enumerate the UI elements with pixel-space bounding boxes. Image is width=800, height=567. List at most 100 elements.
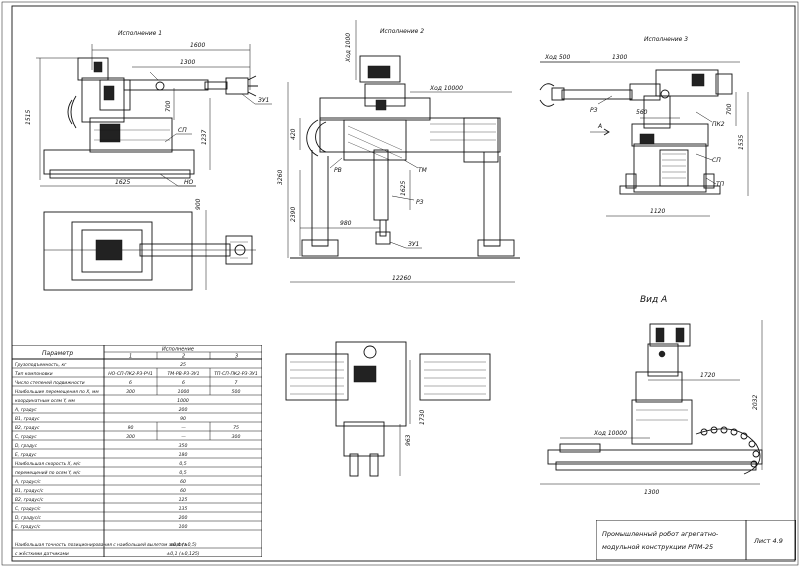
table-value-cell: НО-СП-ПК2-РЗ-РЧ1 xyxy=(108,371,153,377)
table-param-cell: B1, градус xyxy=(15,416,40,422)
table-header-param: Параметр xyxy=(42,350,73,357)
title-line-1: Промышленный робот агрегатно- xyxy=(602,530,719,538)
table-value-cell: 1000 xyxy=(178,389,190,395)
v2-label-rz: РЗ xyxy=(416,199,424,206)
table-param-cell: Наибольшие перемещения по X, мм xyxy=(15,389,99,395)
view-1-title: Исполнение 1 xyxy=(118,30,162,37)
v3-arrow-a: А xyxy=(597,123,602,130)
table-param-cell: E, градус/с xyxy=(15,524,41,530)
v1-dim-1300: 1300 xyxy=(180,59,195,66)
table-value-cell: 60 xyxy=(180,488,186,494)
v2-dim-stroke-1000: Ход 1000 xyxy=(345,33,352,63)
table-param-cell: Наибольшая точность позиционирования с н… xyxy=(15,542,187,548)
table-variant-1: 1 xyxy=(129,354,132,360)
table-value-cell: 90 xyxy=(128,425,134,431)
v2-dim-420: 420 xyxy=(290,128,297,140)
table-header-variant: Исполнение xyxy=(162,347,194,353)
table-value-cell: ТМ-РВ-РЗ-ЗУ1 xyxy=(167,371,199,377)
table-param-cell: перемещений по осям Y, м/с xyxy=(15,470,81,476)
v4-dim-1720: 1720 xyxy=(700,372,715,379)
v1-dim-1515: 1515 xyxy=(25,110,32,125)
table-param-cell: E, градус xyxy=(15,452,37,458)
v2-dim-12260: 12260 xyxy=(392,275,411,282)
v1-label-zu1: ЗУ1 xyxy=(258,97,269,104)
v3-dim-1535: 1535 xyxy=(738,135,745,150)
table-param-cell: B2, градус/с xyxy=(15,497,44,503)
table-value-cell: 60 xyxy=(180,479,186,485)
table-param-cell: Наибольшая скорость X, м/с xyxy=(15,461,81,467)
table-value-cell: 90 xyxy=(180,416,186,422)
view-3-title: Исполнение 3 xyxy=(644,36,688,43)
v4-dim-stroke-10000: Ход 10000 xyxy=(593,430,627,437)
table-param-cell: B1, градус/с xyxy=(15,488,44,494)
table-value-cell: 200 xyxy=(179,515,188,521)
v1-dim-700: 700 xyxy=(165,100,172,112)
table-value-cell: 135 xyxy=(179,506,188,512)
table-param-cell: Число степеней подвижности xyxy=(15,380,85,386)
v3-label-sp: СП xyxy=(712,157,721,164)
table-value-cell: 300 xyxy=(126,389,135,395)
table-value-cell: 25 xyxy=(180,362,186,368)
table-value-cell: 0,5 xyxy=(179,470,186,476)
table-param-cell: C, градус/с xyxy=(15,506,41,512)
v3-dim-560: 560 xyxy=(636,109,648,116)
table-value-cell: 350 xyxy=(179,443,188,449)
v2-label-zu1: ЗУ1 xyxy=(408,241,419,248)
table-param-cell: A, градус/с xyxy=(14,479,41,485)
v1-dim-900: 900 xyxy=(195,198,202,210)
table-value-cell: 6 xyxy=(182,380,185,386)
v5-dim-963: 963 xyxy=(405,434,412,446)
table-param-cell: B2, градус xyxy=(15,425,40,431)
table-value-cell: — xyxy=(181,426,186,431)
v2-dim-980: 980 xyxy=(340,220,352,227)
view-4: Вид А 1720 2032 Ход 10000 1300 xyxy=(540,295,763,496)
parameters-table: Параметр Исполнение 1 2 3 Грузоподъемнос… xyxy=(11,344,263,558)
table-value-cell: 500 xyxy=(232,389,241,395)
v3-label-rz: РЗ xyxy=(590,107,598,114)
table-value-cell: 1000 xyxy=(177,398,189,404)
table-variant-3: 3 xyxy=(235,354,238,360)
table-value-cell: 180 xyxy=(179,452,188,458)
table-param-cell: координатным осям Y, мм xyxy=(15,398,76,404)
v2-dim-1625: 1625 xyxy=(400,181,407,196)
table-variant-2: 2 xyxy=(182,354,185,360)
view-2: Исполнение 2 Ход 1000 Ход 10000 420 3260… xyxy=(277,20,520,283)
v2-dim-2390: 2390 xyxy=(290,207,297,222)
v2-label-rv: РВ xyxy=(334,167,342,174)
table-param-cell: с жёсткими датчиками xyxy=(15,551,69,557)
inner-frame xyxy=(11,5,796,562)
table-param-cell: Тип компоновки xyxy=(15,371,53,377)
table-value-cell: 0,5 xyxy=(179,461,186,467)
v1-dim-1625: 1625 xyxy=(115,179,130,186)
view-2-title: Исполнение 2 xyxy=(380,28,424,35)
table-value-cell: ТП-СП-ПК2-РЗ-ЗУ1 xyxy=(214,371,258,377)
title-block: Промышленный робот агрегатно- модульной … xyxy=(595,519,797,561)
table-param-cell: Грузоподъемность, кг xyxy=(15,362,67,368)
view-1: Исполнение 1 1600 1300 1515 1237 700 162… xyxy=(25,30,272,291)
title-line-2: модульной конструкции РПМ-25 xyxy=(602,543,713,551)
sheet-number: Лист 4.9 xyxy=(753,537,783,545)
v3-dim-700: 700 xyxy=(726,103,733,115)
table-grid: Параметр Исполнение 1 2 3 Грузоподъемнос… xyxy=(11,344,263,558)
v3-dim-1120: 1120 xyxy=(650,208,665,215)
table-value-cell: 300 xyxy=(232,434,241,440)
v3-dim-1300: 1300 xyxy=(612,54,627,61)
table-value-cell: 125 xyxy=(179,497,188,503)
table-value-cell: ±0,4 (±0,5) xyxy=(169,542,197,548)
v4-dim-2032: 2032 xyxy=(752,395,759,410)
v1-label-no: НО xyxy=(184,179,194,186)
v2-label-tm: ТМ xyxy=(418,167,428,174)
v1-dim-1237: 1237 xyxy=(201,130,208,145)
table-value-cell: 6 xyxy=(129,380,132,386)
v3-label-tp: ТП xyxy=(716,181,725,188)
table-param-cell: A, градус xyxy=(14,407,37,413)
table-param-cell: C, градус xyxy=(15,434,37,440)
v2-dim-3260: 3260 xyxy=(277,170,284,185)
table-param-cell: D, градус/с xyxy=(15,515,41,521)
v3-label-pk2: ПК2 xyxy=(712,121,725,128)
v5-dim-1730: 1730 xyxy=(419,410,426,425)
table-value-cell: — xyxy=(181,435,186,440)
table-value-cell: 300 xyxy=(126,434,135,440)
